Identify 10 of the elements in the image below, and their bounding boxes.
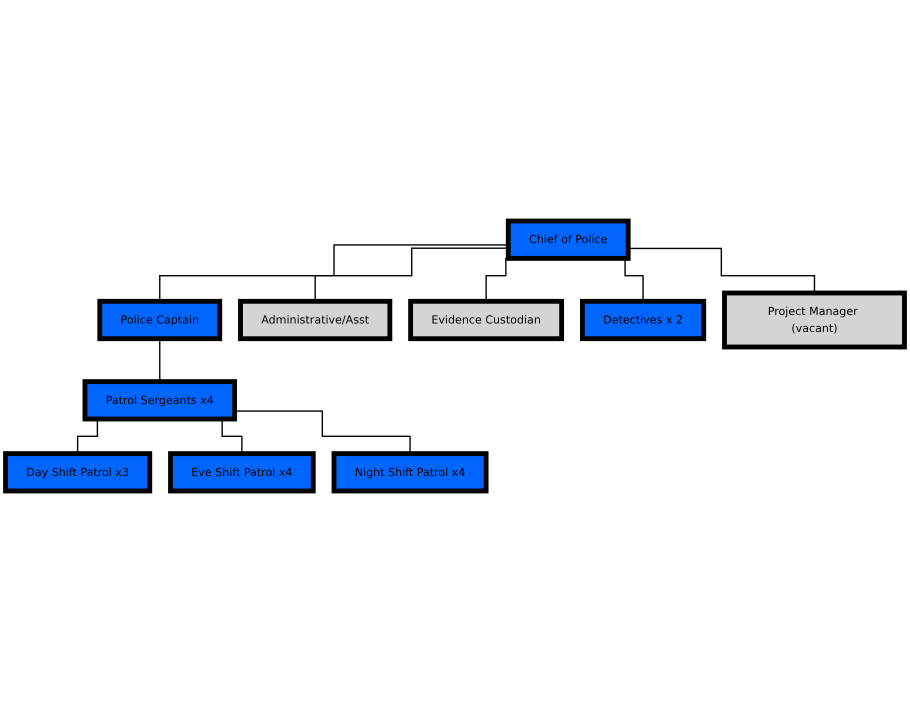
node-box: Eve Shift Patrol x4 [168, 451, 316, 494]
node-box: Detectives x 2 [580, 298, 706, 342]
node-box: Night Shift Patrol x4 [332, 451, 489, 494]
node-box: Day Shift Patrol x3 [3, 451, 152, 494]
node-box: Administrative/Asst [238, 298, 392, 342]
node-box: Police Captain [97, 298, 222, 342]
node-box: Patrol Sergeants x4 [82, 379, 237, 422]
node-box: Project Manager (vacant) [722, 290, 907, 350]
node-box: Evidence Custodian [408, 298, 564, 342]
node-box: Chief of Police [506, 218, 631, 261]
